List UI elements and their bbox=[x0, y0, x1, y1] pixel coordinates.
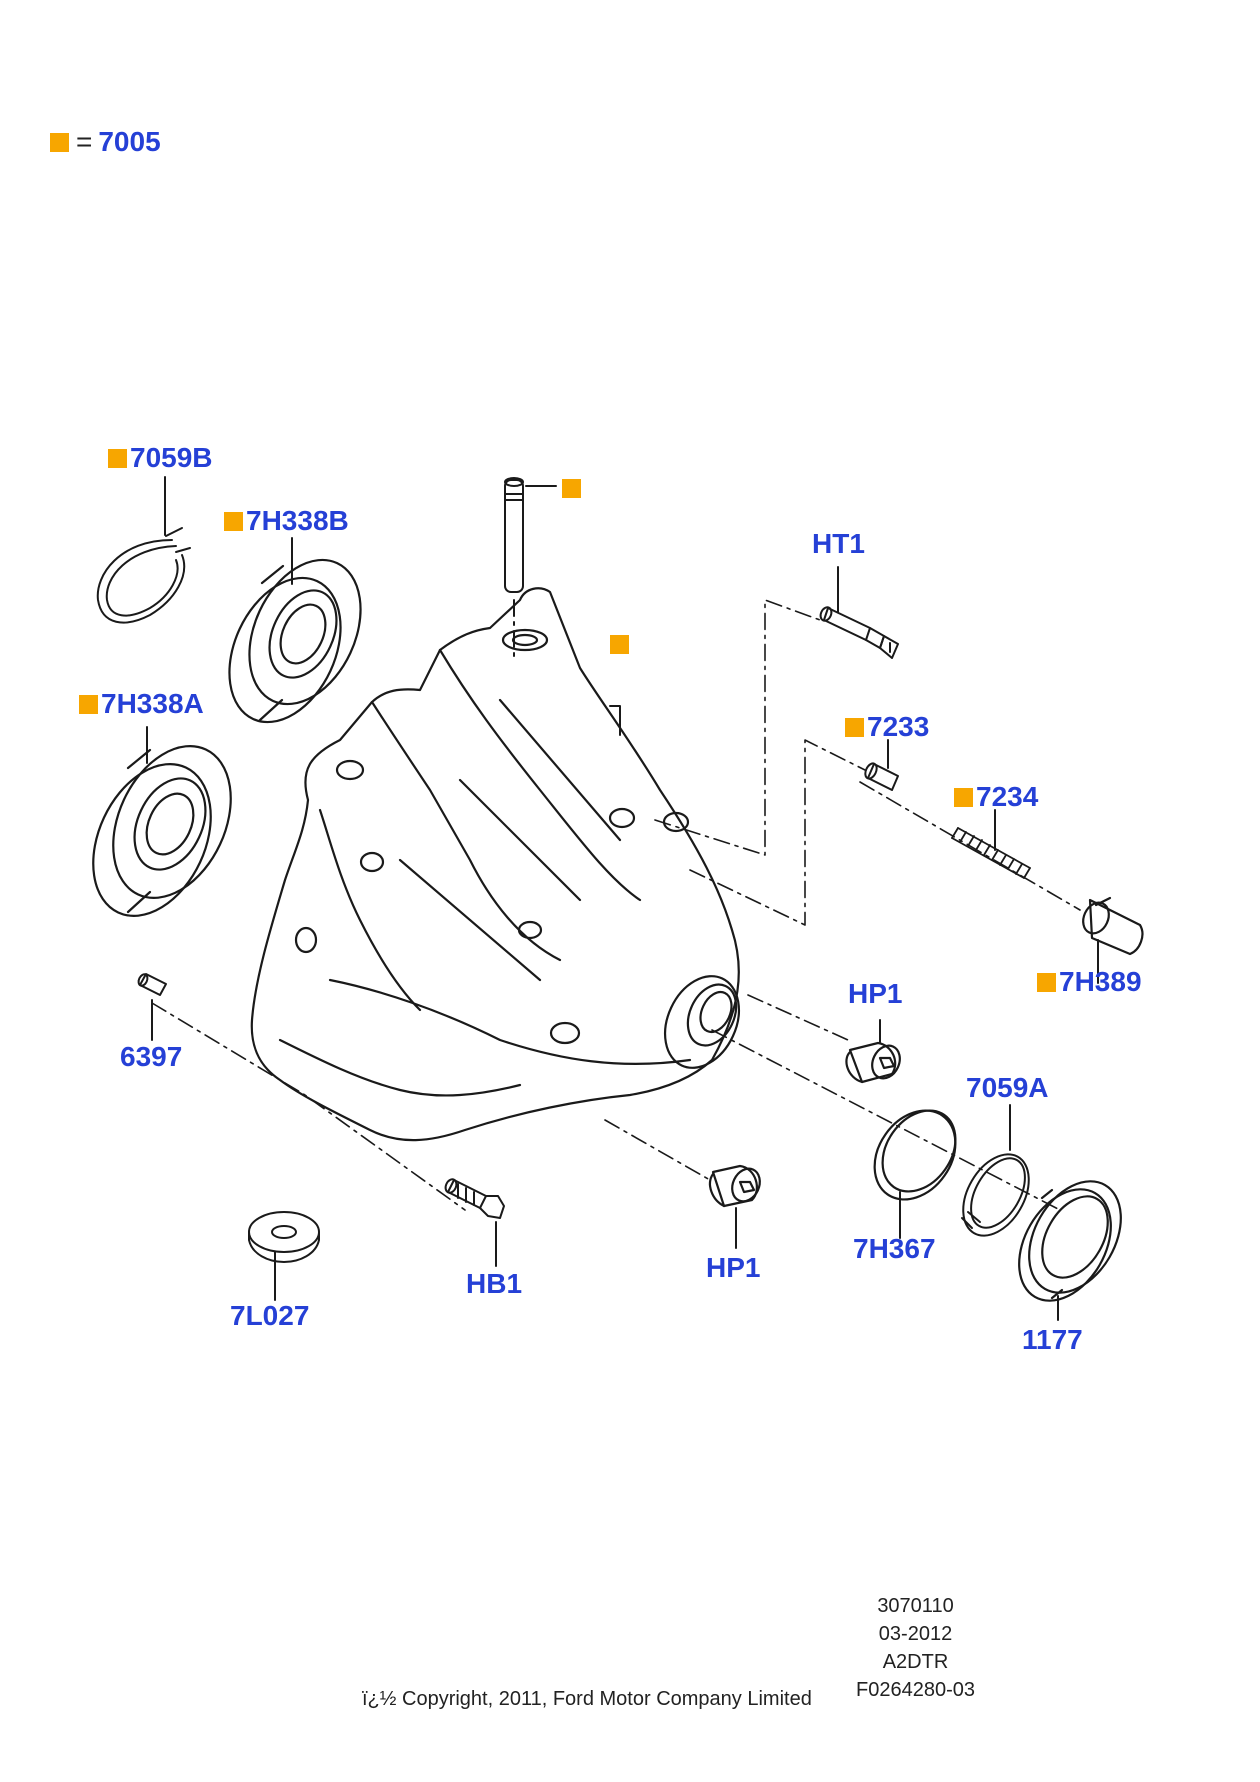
snap-ring-7059a bbox=[961, 1153, 1030, 1237]
meta-line-1: 3070110 bbox=[877, 1595, 954, 1617]
marker-icon bbox=[845, 718, 864, 737]
callout-1177[interactable]: 1177 bbox=[1022, 1324, 1083, 1355]
callout-housing-marker[interactable] bbox=[610, 630, 632, 658]
shim-7h367 bbox=[873, 1109, 957, 1201]
meta-line-2: 03-2012 bbox=[878, 1623, 953, 1645]
callout-7059a[interactable]: 7059A bbox=[966, 1072, 1049, 1103]
plug-7h389 bbox=[1082, 896, 1144, 956]
callout-7h338a[interactable]: 7H338A bbox=[79, 690, 204, 718]
callout-7233[interactable]: 7233 bbox=[845, 713, 929, 741]
marker-icon bbox=[1037, 973, 1056, 992]
marker-icon bbox=[562, 479, 581, 498]
meta-line-3: A2DTR bbox=[882, 1651, 949, 1673]
callout-hp1-lower[interactable]: HP1 bbox=[706, 1252, 761, 1283]
transaxle-housing bbox=[250, 587, 740, 1142]
callout-7h367[interactable]: 7H367 bbox=[853, 1233, 936, 1264]
washer-7l027 bbox=[248, 1211, 320, 1263]
bearing-7h338b bbox=[228, 558, 362, 724]
seal-1177 bbox=[1018, 1180, 1122, 1302]
callout-7h338b[interactable]: 7H338B bbox=[224, 507, 349, 535]
marker-icon bbox=[108, 449, 127, 468]
callout-6397[interactable]: 6397 bbox=[120, 1041, 183, 1072]
snap-ring-7059b bbox=[96, 527, 191, 624]
marker-icon bbox=[79, 695, 98, 714]
leader-housing bbox=[609, 705, 621, 736]
marker-icon bbox=[224, 512, 243, 531]
legend-marker-icon bbox=[50, 133, 69, 152]
legend-equals: = bbox=[76, 126, 93, 157]
plug-hp1-upper bbox=[845, 1041, 901, 1084]
meta-line-4: F0264280-03 bbox=[856, 1679, 975, 1701]
plug-hp1-lower bbox=[708, 1164, 761, 1208]
sleeve-7233 bbox=[864, 762, 899, 791]
dash-leaders bbox=[151, 599, 1081, 1211]
callout-7l027[interactable]: 7L027 bbox=[230, 1300, 310, 1331]
marker-icon bbox=[954, 788, 973, 807]
callout-ht1[interactable]: HT1 bbox=[812, 528, 865, 559]
spring-7234 bbox=[951, 827, 1031, 879]
bolt-hb1 bbox=[444, 1178, 505, 1219]
callout-pin-marker[interactable] bbox=[562, 474, 584, 502]
callout-hp1-upper[interactable]: HP1 bbox=[848, 978, 903, 1009]
callout-7059b[interactable]: 7059B bbox=[108, 444, 213, 472]
callout-7234[interactable]: 7234 bbox=[954, 783, 1038, 811]
legend-part-number: 7005 bbox=[98, 126, 161, 157]
pin-7005 bbox=[504, 477, 524, 593]
copyright-notice: ï¿½ Copyright, 2011, Ford Motor Company … bbox=[362, 1688, 812, 1710]
marker-icon bbox=[610, 635, 629, 654]
illustration-meta: 3070110 03-2012 A2DTR F0264280-03 bbox=[856, 1592, 975, 1704]
dowel-6397 bbox=[137, 973, 167, 996]
callout-hb1[interactable]: HB1 bbox=[466, 1268, 523, 1299]
legend: =7005 bbox=[50, 128, 161, 156]
bearing-7h338a bbox=[92, 745, 232, 917]
stud-ht1 bbox=[819, 606, 899, 659]
callout-7h389[interactable]: 7H389 bbox=[1037, 968, 1142, 996]
